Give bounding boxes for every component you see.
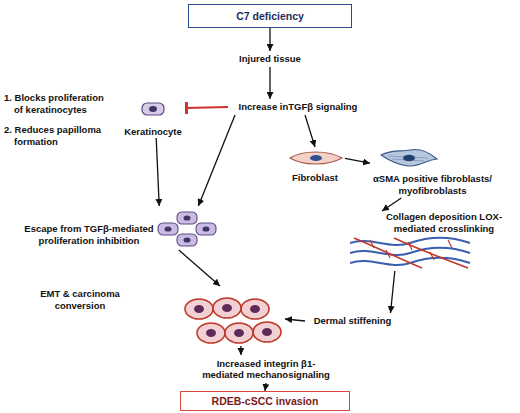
arrow-connector bbox=[269, 28, 270, 51]
note-text: 2. Reduces papilloma formation bbox=[4, 124, 112, 147]
arrow-connector bbox=[382, 198, 401, 211]
arrow-connector bbox=[198, 115, 235, 206]
carcinoma-cluster bbox=[181, 296, 285, 348]
process-text: Increased integrin β1- mediated mechanos… bbox=[198, 355, 334, 383]
cell-node: Keratinocyte bbox=[121, 102, 185, 138]
node-label: Increased integrin β1- mediated mechanos… bbox=[198, 358, 334, 381]
fibroblast-cell bbox=[288, 149, 344, 167]
cell-node: αSMA positive fibroblasts/ myofibroblast… bbox=[370, 146, 495, 198]
process-text: Increase inTGFβ signaling bbox=[228, 99, 368, 115]
arrow-connector bbox=[265, 383, 266, 391]
arrow-connector bbox=[240, 346, 241, 355]
process-text: Dermal stiffening bbox=[305, 313, 400, 329]
node-label: EMT & carcinoma conversion bbox=[25, 288, 135, 311]
node-label: αSMA positive fibroblasts/ myofibroblast… bbox=[370, 173, 495, 196]
arrow-connector bbox=[156, 138, 159, 206]
node-label: Injured tissue bbox=[239, 53, 301, 65]
outcome-box: RDEB-cSCC invasion bbox=[180, 391, 350, 411]
start-box: C7 deficiency bbox=[188, 4, 352, 28]
arrow-connector bbox=[305, 115, 315, 147]
keratinocyte-cell bbox=[140, 101, 166, 117]
note-text: 1. Blocks proliferation of keratinocytes bbox=[4, 92, 112, 115]
node-label: C7 deficiency bbox=[236, 10, 304, 23]
arrow-connector bbox=[391, 271, 395, 313]
collagen-node: Collagen deposition LOX-mediated crossli… bbox=[350, 211, 510, 271]
carcinoma-node: EMT & carcinoma conversion bbox=[25, 286, 285, 346]
arrow-connector bbox=[285, 319, 305, 321]
node-label: RDEB-cSCC invasion bbox=[212, 395, 319, 408]
arrow-connector bbox=[345, 158, 370, 163]
arrow-connector bbox=[269, 67, 270, 99]
arrow-connector bbox=[179, 250, 220, 286]
inhibition-connector bbox=[185, 107, 228, 108]
cell-node: Fibroblast bbox=[285, 147, 345, 185]
keratinocyte-cluster bbox=[156, 207, 220, 249]
myofibroblast-cell bbox=[380, 147, 438, 169]
node-label: Increase inTGFβ signaling bbox=[239, 101, 358, 113]
node-label: Keratinocyte bbox=[121, 126, 185, 138]
collagen-fibers bbox=[350, 236, 472, 270]
node-label: Dermal stiffening bbox=[314, 315, 392, 327]
node-label: Escape from TGFβ-mediated proliferation … bbox=[22, 223, 156, 246]
cell-group-node: Escape from TGFβ-mediated proliferation … bbox=[22, 206, 218, 250]
node-label: Fibroblast bbox=[285, 172, 345, 184]
process-text: Injured tissue bbox=[225, 51, 315, 67]
node-label: Collagen deposition LOX-mediated crossli… bbox=[378, 211, 510, 234]
